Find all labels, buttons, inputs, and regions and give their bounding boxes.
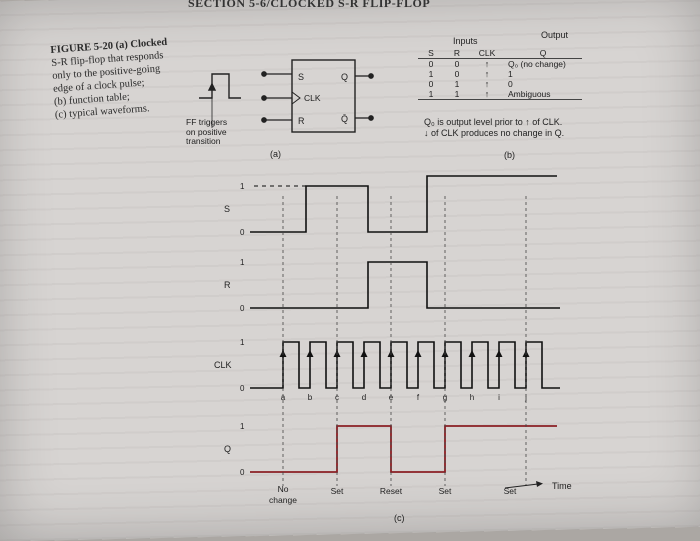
- signal-label: R: [224, 280, 231, 290]
- table-cell: 1: [508, 69, 513, 79]
- clock-point-label: b: [308, 393, 313, 402]
- table-header: S: [418, 48, 444, 59]
- pin-q-label: Q: [341, 72, 348, 82]
- table-cell: 1: [428, 89, 434, 99]
- rising-edge-arrow: [468, 350, 476, 357]
- table-cell: 0: [428, 59, 434, 69]
- clock-point-label: f: [417, 393, 420, 402]
- level-1-label: 1: [240, 422, 245, 431]
- event-label: change: [269, 495, 297, 505]
- table-header: R: [444, 48, 470, 59]
- event-label: Reset: [380, 486, 403, 496]
- signal-label: S: [224, 204, 230, 214]
- level-0-label: 0: [240, 228, 245, 237]
- table-header: CLK: [470, 48, 504, 59]
- clock-edge-triangle: [291, 91, 301, 105]
- clock-point-label: d: [362, 393, 366, 402]
- panel-a-label: (a): [270, 149, 281, 159]
- level-1-label: 1: [240, 258, 245, 267]
- pin-clk-label: CLK: [304, 93, 321, 103]
- positive-edge-pulse: [199, 73, 241, 128]
- clock-point-label: e: [389, 393, 394, 402]
- table-cell: Ambiguous: [508, 89, 551, 99]
- time-arrow-head: [536, 481, 543, 487]
- table-cell: 0: [428, 79, 434, 89]
- table-cell: Q₀ (no change): [508, 59, 566, 69]
- table-cell: 1: [454, 79, 460, 89]
- event-label: Set: [439, 486, 452, 496]
- table-cell: 1: [454, 89, 460, 99]
- level-1-label: 1: [240, 338, 245, 347]
- clock-point-label: j: [524, 393, 527, 402]
- signal-label: Q: [224, 444, 231, 454]
- clk-waveform: [250, 341, 560, 389]
- rising-edge-arrow: [360, 350, 368, 357]
- level-1-label: 1: [240, 182, 245, 191]
- rising-edge-arrow: [414, 350, 422, 357]
- level-0-label: 0: [240, 304, 245, 313]
- clock-point-label: i: [498, 393, 500, 402]
- inputs-label: Inputs: [453, 36, 478, 46]
- rising-edge-arrow: [306, 350, 314, 357]
- panel-c-label: (c): [394, 513, 405, 523]
- table-cell: 1: [428, 69, 434, 79]
- table-cell: ↑: [484, 69, 490, 79]
- level-0-label: 0: [240, 384, 245, 393]
- q-waveform: [250, 425, 557, 473]
- time-label: Time: [552, 481, 572, 491]
- table-header: Q: [504, 48, 582, 59]
- clock-point-label: a: [281, 393, 286, 402]
- r-waveform: [250, 261, 560, 309]
- s-waveform: [250, 175, 557, 233]
- rising-edge-arrow: [495, 350, 503, 357]
- table-note: ↓ of CLK produces no change in Q.: [424, 128, 565, 138]
- event-label: Set: [504, 486, 517, 496]
- event-label: Set: [331, 486, 344, 496]
- flip-flop-box: [291, 59, 356, 133]
- function-table: S R CLK Q 0 0 ↑ Q₀ (no change) 1 0 ↑ 1 0…: [418, 48, 582, 100]
- clock-point-label: g: [443, 393, 447, 402]
- ff-trigger-note: FF triggers on positive transition: [186, 117, 228, 146]
- pin-qbar-label: Q̄: [341, 114, 348, 124]
- output-label: Output: [541, 30, 569, 40]
- clock-point-label: c: [335, 393, 339, 402]
- time-arrow-line: [504, 483, 539, 489]
- table-cell: ↑: [484, 89, 490, 99]
- signal-label: CLK: [214, 360, 232, 370]
- level-0-label: 0: [240, 468, 245, 477]
- table-cell: ↑: [484, 79, 490, 89]
- event-label: No: [278, 484, 289, 494]
- table-cell: ↑: [484, 59, 490, 69]
- panel-b-label: (b): [504, 150, 515, 160]
- clock-point-label: h: [470, 393, 474, 402]
- ff-input-leads: [261, 71, 374, 123]
- table-cell: 0: [508, 79, 513, 89]
- table-note: Q₀ is output level prior to ↑ of CLK.: [424, 117, 563, 127]
- table-cell: 0: [454, 69, 460, 79]
- table-cell: 0: [454, 59, 460, 69]
- pin-r-label: R: [298, 116, 305, 126]
- section-header: SECTION 5-6/CLOCKED S-R FLIP-FLOP: [188, 0, 431, 10]
- pin-s-label: S: [298, 72, 304, 82]
